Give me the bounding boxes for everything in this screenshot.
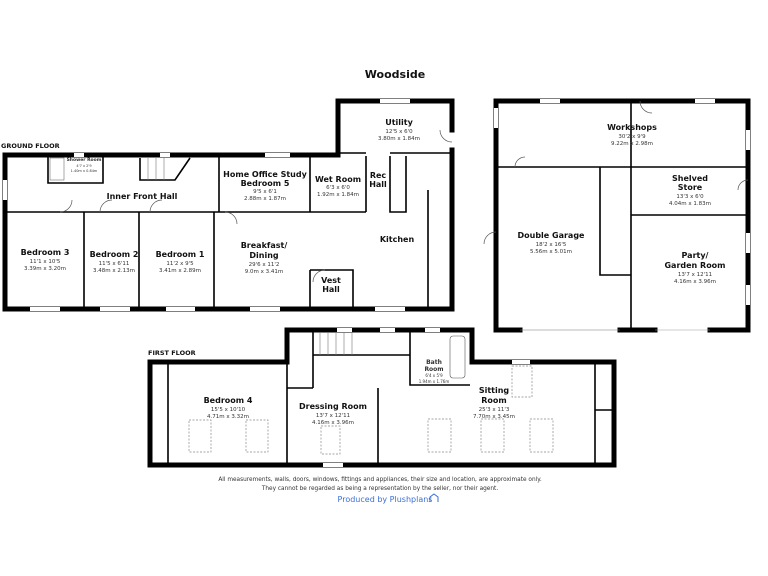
exterior-walls <box>147 327 617 468</box>
room-name: Utility <box>385 118 413 127</box>
room-name: Sitting <box>479 386 510 395</box>
room-imperial: 29'6 x 11'2 <box>249 262 280 268</box>
room-imperial: 9'5 x 6'1 <box>253 189 277 195</box>
room-name: Home Office Study <box>223 170 307 179</box>
exterior-walls <box>2 98 455 312</box>
room-imperial: 11'5 x 6'11 <box>99 261 130 267</box>
room-name: Party/ <box>682 251 709 260</box>
room-metric: 4.16m x 3.96m <box>312 420 354 426</box>
room-imperial: 6'4 x 5'9 <box>425 373 443 378</box>
room-name: Room <box>424 366 443 373</box>
room-name: Garden Room <box>664 261 725 270</box>
room-name: Hall <box>369 180 387 189</box>
room-imperial: 13'7 x 12'11 <box>316 413 350 419</box>
plan-title: Woodside <box>365 68 425 81</box>
room-name: Inner Front Hall <box>107 192 178 201</box>
windows <box>494 99 750 305</box>
doors <box>59 129 453 283</box>
room-name: Double Garage <box>518 231 586 240</box>
windows <box>323 328 530 467</box>
room-name: Workshops <box>607 123 657 132</box>
skylights <box>188 365 554 455</box>
first-floor: FIRST FLOOR Bedroom 4 15'5 x 10'10 4.71m… <box>147 327 617 468</box>
windows <box>3 99 410 311</box>
room-imperial: 13'7 x 12'11 <box>678 272 712 278</box>
room-metric: 7.70m x 3.45m <box>473 414 515 420</box>
room-name: Bedroom 5 <box>241 179 290 188</box>
disclaimer: They cannot be regarded as being a repre… <box>261 486 499 492</box>
room-name: Rec <box>370 171 387 180</box>
room-metric: 4.04m x 1.83m <box>669 201 711 207</box>
house-icon <box>429 493 439 502</box>
room-name: Bedroom 1 <box>156 250 205 259</box>
room-name: Kitchen <box>380 235 415 244</box>
room-metric: 9.22m x 2.98m <box>611 141 653 147</box>
room-imperial: 4'7 x 2'9 <box>76 164 91 168</box>
room-name: Dressing Room <box>299 402 367 411</box>
doors <box>483 100 749 245</box>
bath-icon <box>449 335 466 379</box>
room-name: Shower Room <box>67 157 102 163</box>
staircase <box>139 157 191 181</box>
room-imperial: 11'1 x 10'5 <box>30 259 61 265</box>
room-metric: 1.92m x 1.84m <box>317 192 359 198</box>
room-metric: 1.94m x 1.76m <box>419 379 450 384</box>
room-name: Dining <box>249 251 279 260</box>
room-name: Wet Room <box>315 175 361 184</box>
floor-label: FIRST FLOOR <box>148 349 196 357</box>
room-name: Hall <box>322 285 340 294</box>
room-metric: 9.0m x 3.41m <box>245 269 283 275</box>
room-imperial: 11'2 x 9'5 <box>166 261 194 267</box>
outbuilding: Workshops 30'2 x 9'9 9.22m x 2.98m Shelv… <box>483 98 751 333</box>
room-metric: 2.88m x 1.87m <box>244 196 286 202</box>
room-metric: 1.40m x 0.84m <box>71 169 98 173</box>
room-imperial: 30'2 x 9'9 <box>618 134 646 140</box>
ground-floor: GROUND FLOOR Shower Room 4'7 x 2'9 1.40m… <box>1 98 455 312</box>
room-imperial: 18'2 x 16'5 <box>536 242 567 248</box>
room-imperial: 25'3 x 11'3 <box>479 407 510 413</box>
room-name: Bedroom 2 <box>90 250 139 259</box>
room-name: Vest <box>321 276 341 285</box>
room-metric: 4.71m x 3.32m <box>207 414 249 420</box>
room-name: Breakfast/ <box>241 241 288 250</box>
room-metric: 4.16m x 3.96m <box>674 279 716 285</box>
room-metric: 3.48m x 2.13m <box>93 268 135 274</box>
interior-walls <box>5 152 452 308</box>
room-imperial: 15'5 x 10'10 <box>211 407 246 413</box>
room-name: Bedroom 4 <box>204 396 253 405</box>
room-metric: 3.80m x 1.84m <box>378 136 420 142</box>
room-imperial: 13'3 x 6'0 <box>676 194 704 200</box>
room-metric: 5.56m x 5.01m <box>530 249 572 255</box>
room-name: Store <box>678 183 703 192</box>
shower-tray-icon <box>49 157 65 181</box>
disclaimer: All measurements, walls, doors, windows,… <box>218 477 542 483</box>
credit: Produced by Plushplans <box>338 495 433 504</box>
room-metric: 3.41m x 2.89m <box>159 268 201 274</box>
room-imperial: 12'5 x 6'0 <box>385 129 413 135</box>
room-imperial: 6'3 x 6'0 <box>326 185 350 191</box>
interior-walls <box>167 332 612 463</box>
room-metric: 3.39m x 3.20m <box>24 266 66 272</box>
room-name: Bedroom 3 <box>21 248 70 257</box>
floor-label: GROUND FLOOR <box>1 142 60 150</box>
room-name: Shelved <box>672 174 708 183</box>
room-name: Room <box>481 396 507 405</box>
interior-walls <box>496 103 748 330</box>
room-name: Bath <box>426 359 442 366</box>
